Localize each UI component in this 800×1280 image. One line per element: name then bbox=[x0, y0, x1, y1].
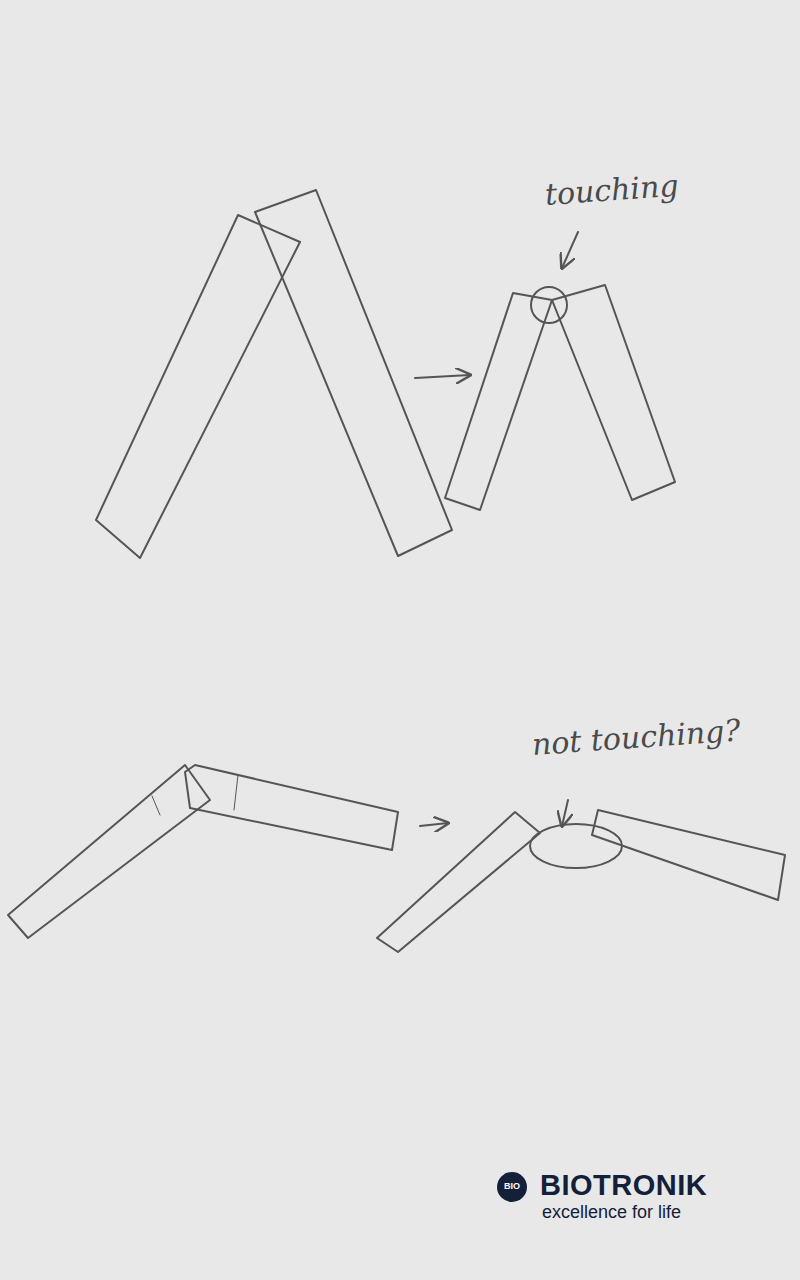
logo-letters: BIO bbox=[504, 1182, 520, 1192]
logo-mark bbox=[497, 1172, 527, 1202]
leader-arrow bbox=[562, 800, 568, 826]
bar bbox=[255, 190, 452, 556]
bar bbox=[8, 765, 210, 938]
bar bbox=[552, 285, 675, 500]
bar bbox=[377, 812, 540, 952]
arrow bbox=[415, 375, 470, 378]
brand-tagline: excellence for life bbox=[542, 1203, 681, 1223]
leader-arrow bbox=[562, 232, 578, 268]
bar bbox=[96, 215, 300, 558]
mark bbox=[152, 796, 160, 815]
note-label: touching bbox=[544, 169, 680, 211]
bar bbox=[185, 765, 398, 850]
highlight-circle bbox=[531, 287, 567, 323]
brand-name: BIOTRONIK bbox=[540, 1170, 707, 1202]
note-label: not touching? bbox=[531, 713, 742, 760]
highlight-ellipse bbox=[530, 824, 622, 868]
bar bbox=[445, 293, 552, 510]
arrow bbox=[420, 823, 448, 826]
mark bbox=[234, 775, 238, 810]
bar bbox=[592, 810, 785, 900]
